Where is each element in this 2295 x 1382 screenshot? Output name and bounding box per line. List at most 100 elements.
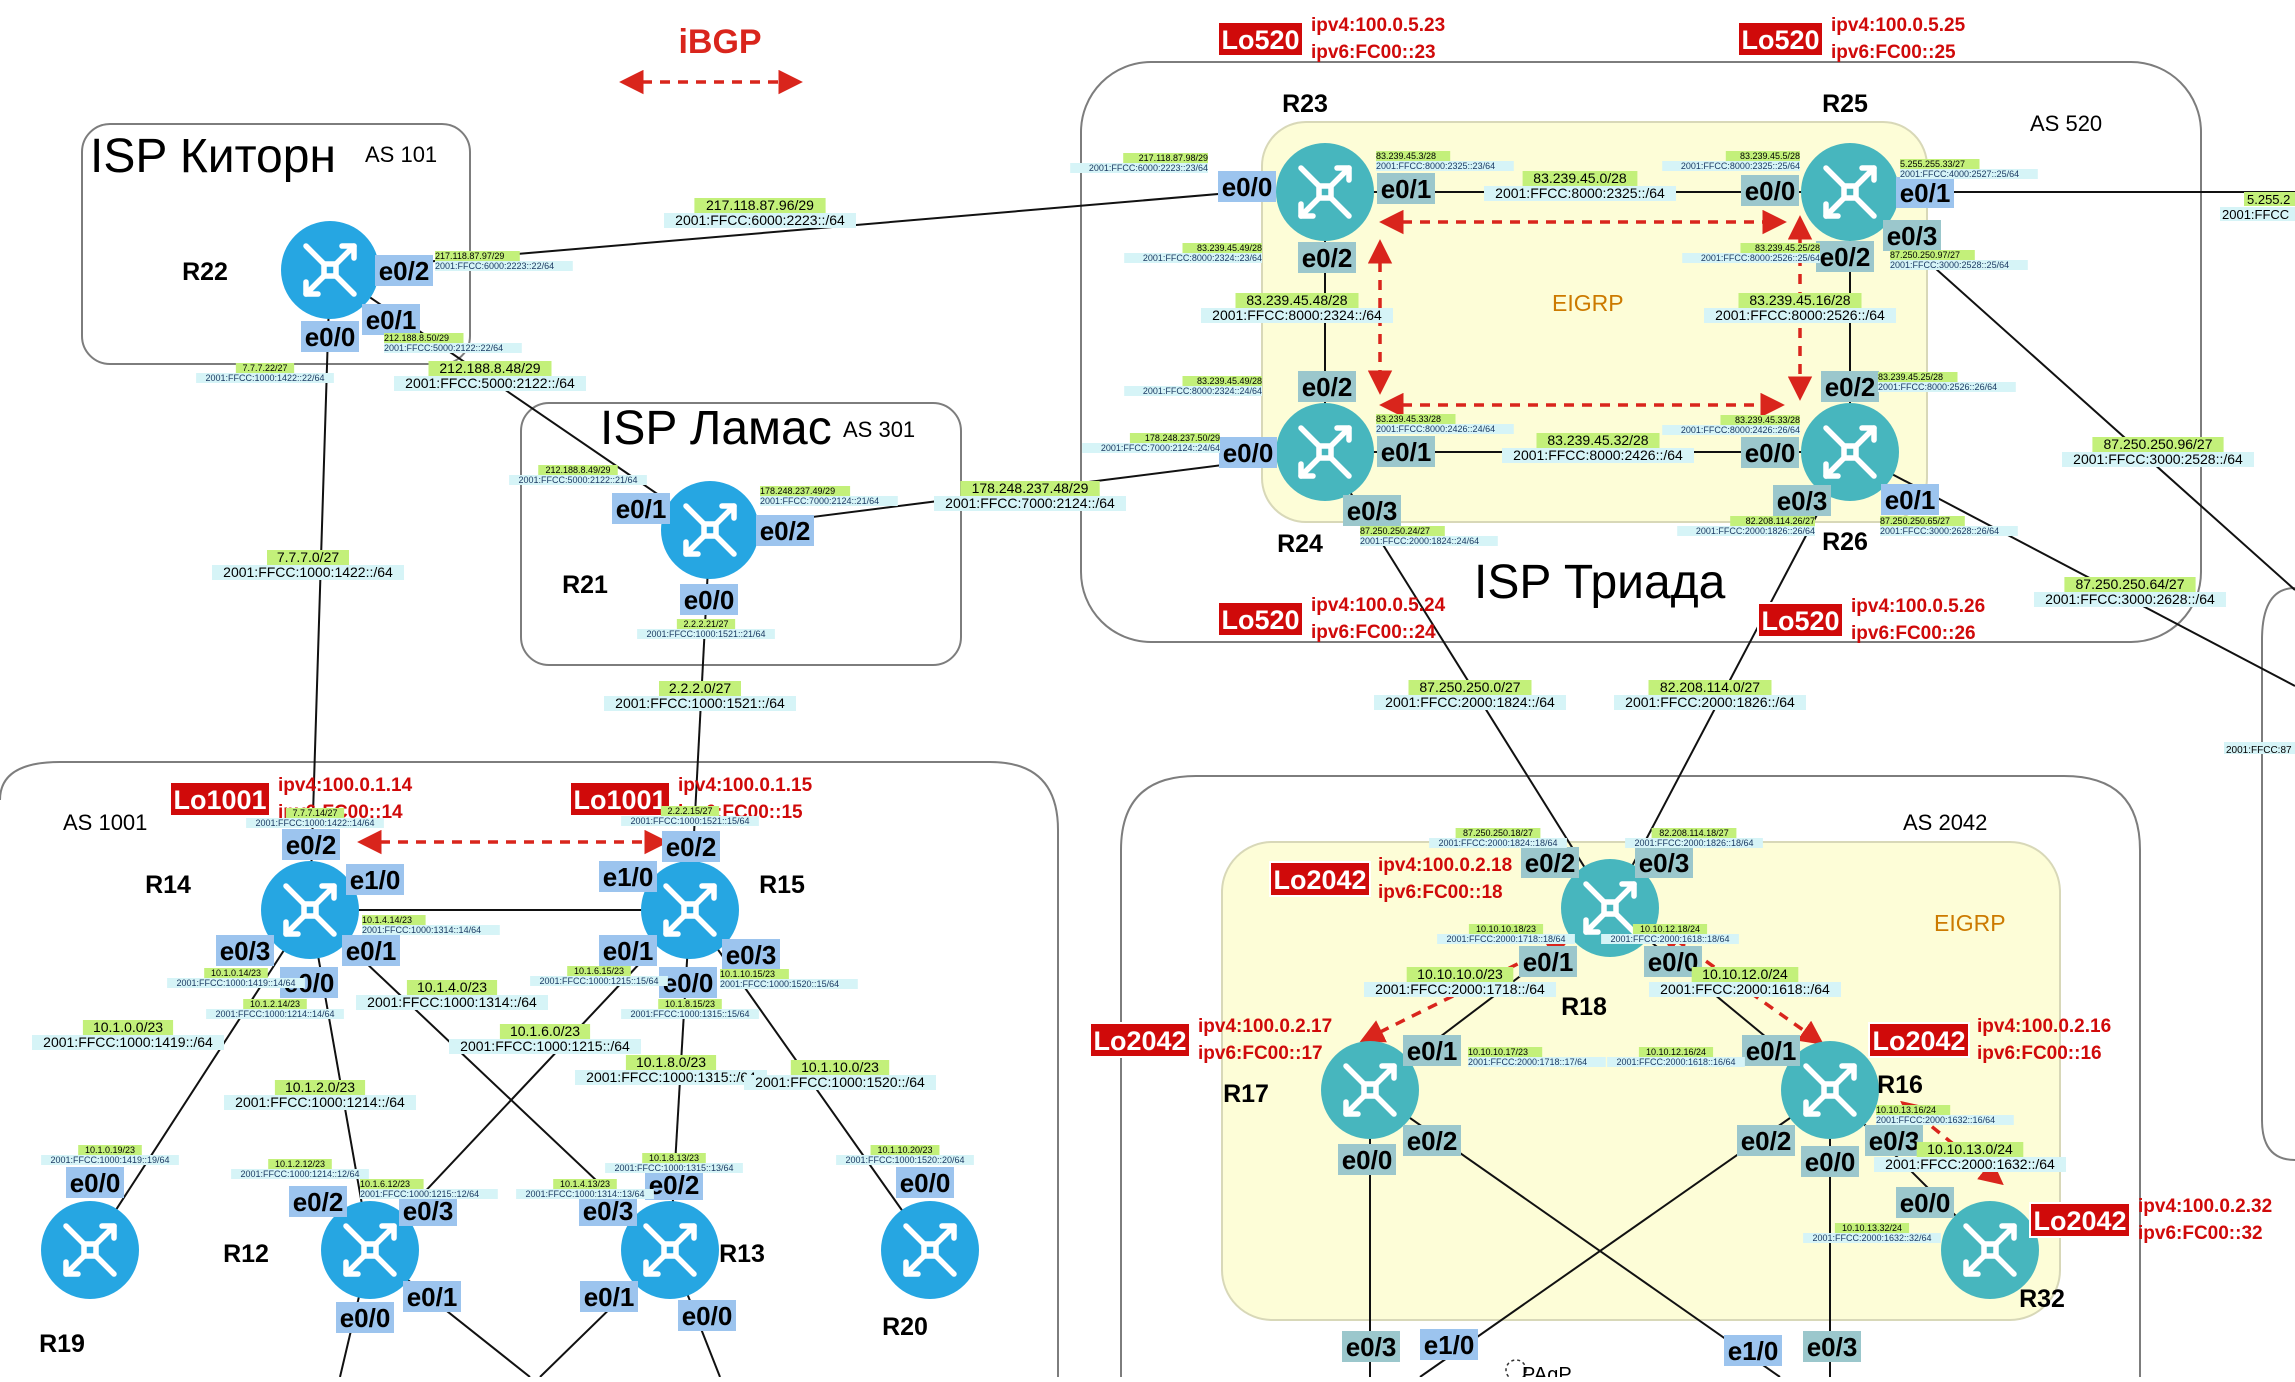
iface-r26-e01[interactable]: e0/1 (1881, 484, 1939, 515)
iface-addr-v4: 7.7.7.14/27 (292, 808, 337, 818)
iface-r25-e00[interactable]: e0/0 (1741, 175, 1799, 206)
loopback-name: Lo1001 (173, 785, 266, 815)
iface-r14-e01[interactable]: e0/1 (342, 935, 400, 966)
iface-r24-e02[interactable]: e0/2 (1298, 371, 1356, 402)
iface-r12-e02[interactable]: e0/2 (289, 1186, 347, 1217)
router-r24[interactable]: R24 (1276, 403, 1374, 558)
link-subnet-v4: 87.250.250.0/27 (1419, 679, 1520, 695)
router-r16[interactable]: R16 (1781, 1041, 1923, 1139)
iface-r17-e01[interactable]: e0/1 (1403, 1035, 1461, 1066)
iface-r22-e02[interactable]: e0/2 (375, 255, 433, 286)
iface-r18-e01[interactable]: e0/1 (1519, 946, 1577, 977)
iface-label: e0/0 (1222, 172, 1273, 202)
link-subnet-v6: 2001:FFCC:1000:1314::/64 (367, 994, 537, 1010)
iface-r16-e01[interactable]: e0/1 (1742, 1035, 1800, 1066)
iface-r15-e03[interactable]: e0/3 (722, 939, 780, 970)
router-r19[interactable]: R19 (39, 1201, 139, 1358)
iface-r21-e02[interactable]: e0/2 (756, 515, 814, 546)
loopback-ipv4: ipv4:100.0.2.17 (1198, 1016, 1332, 1037)
iface-r24-e03[interactable]: e0/3 (1343, 495, 1401, 526)
link-subnet-v6: 2001:FFCC:8000:2426::/64 (1513, 447, 1683, 463)
router-r22[interactable]: R22 (182, 221, 379, 319)
iface-label: e0/0 (1745, 438, 1796, 468)
iface-r24-e01[interactable]: e0/1 (1377, 436, 1435, 467)
iface-r14-e02[interactable]: e0/2 (282, 829, 340, 860)
iface-r19-e00[interactable]: e0/0 (66, 1167, 124, 1198)
iface-addr-v6: 2001:FFCC:2000:1632::32/64 (1812, 1233, 1931, 1243)
iface-r26-e02[interactable]: e0/2 (1821, 371, 1879, 402)
iface-r14-e03[interactable]: e0/3 (216, 935, 274, 966)
iface-r12-e03[interactable]: e0/3 (399, 1195, 457, 1226)
iface-r25-e02[interactable]: e0/2 (1816, 241, 1874, 272)
iface-r13-e00[interactable]: e0/0 (678, 1300, 736, 1331)
router-r14[interactable]: R14 (145, 861, 359, 959)
iface-label: e0/2 (1820, 242, 1871, 272)
iface-addr-v6: 2001:FFCC:8000:2426::24/64 (1376, 424, 1495, 434)
iface-r12-e01[interactable]: e0/1 (403, 1281, 461, 1312)
iface-r24-e00[interactable]: e0/0 (1219, 437, 1277, 468)
iface-addr-r26-e00: 83.239.45.33/282001:FFCC:8000:2426::26/6… (1662, 415, 1800, 435)
iface-r26-e00[interactable]: e0/0 (1741, 437, 1799, 468)
iface-addr-r23-e00: 217.118.87.98/292001:FFCC:6000:2223::23/… (1070, 153, 1208, 173)
router-r21[interactable]: R21 (562, 481, 759, 599)
iface-r16-e02[interactable]: e0/2 (1737, 1125, 1795, 1156)
iface-r22-e01[interactable]: e0/1 (362, 304, 420, 335)
iface-r13-e03[interactable]: e0/3 (579, 1195, 637, 1226)
iface-r15-e00[interactable]: e0/0 (659, 967, 717, 998)
iface-addr-v4: 83.239.45.25/28 (1878, 372, 1943, 382)
router-r23[interactable]: R23 (1276, 90, 1374, 241)
iface-r26-e03[interactable]: e0/3 (1773, 485, 1831, 516)
iface-b2-e10[interactable]: e1/0 (1724, 1335, 1782, 1366)
iface-r13-e01[interactable]: e0/1 (580, 1281, 638, 1312)
router-r26[interactable]: R26 (1801, 403, 1899, 556)
router-r12[interactable]: R12 (223, 1201, 419, 1299)
iface-r18-e03[interactable]: e0/3 (1635, 847, 1693, 878)
router-arrows-icon (343, 1223, 397, 1277)
iface-b1-e10[interactable]: e1/0 (1420, 1329, 1478, 1360)
iface-r32-e00[interactable]: e0/0 (1896, 1187, 1954, 1218)
router-r17[interactable]: R17 (1223, 1041, 1419, 1139)
iface-r23-e00[interactable]: e0/0 (1218, 171, 1276, 202)
iface-addr-v4: 87.250.250.24/27 (1360, 526, 1430, 536)
iface-r25-e03[interactable]: e0/3 (1883, 220, 1941, 251)
iface-r14-e10[interactable]: e1/0 (346, 864, 404, 895)
router-r32[interactable]: R32 (1941, 1201, 2065, 1313)
iface-label: e0/3 (1777, 486, 1828, 516)
iface-r23-e01[interactable]: e0/1 (1377, 173, 1435, 204)
iface-r13-e02[interactable]: e0/2 (645, 1169, 703, 1200)
router-r20[interactable]: R20 (881, 1201, 979, 1341)
iface-addr-v4: 10.1.8.15/23 (665, 999, 715, 1009)
iface-b1-e03[interactable]: e0/3 (1342, 1331, 1400, 1362)
iface-r16-e03[interactable]: e0/3 (1865, 1125, 1923, 1156)
link-subnet-v4: 10.1.0.0/23 (93, 1019, 163, 1035)
router-r15[interactable]: R15 (641, 861, 805, 959)
loopback-ipv4: ipv4:100.0.2.16 (1977, 1016, 2111, 1037)
iface-r20-e00[interactable]: e0/0 (896, 1167, 954, 1198)
router-r25[interactable]: R25 (1801, 90, 1899, 241)
iface-r15-e01[interactable]: e0/1 (599, 935, 657, 966)
iface-r17-e00[interactable]: e0/0 (1338, 1144, 1396, 1175)
iface-addr-v4: 10.1.6.12/23 (360, 1179, 410, 1189)
iface-r17-e02[interactable]: e0/2 (1403, 1125, 1461, 1156)
iface-r18-e02[interactable]: e0/2 (1521, 847, 1579, 878)
iface-r16-e00[interactable]: e0/0 (1801, 1146, 1859, 1177)
link-subnet-v4: 10.1.6.0/23 (510, 1023, 580, 1039)
iface-addr-r26-e03: 82.208.114.26/272001:FFCC:2000:1826::26/… (1677, 516, 1815, 536)
iface-r21-e00[interactable]: e0/0 (680, 584, 738, 615)
iface-r21-e01[interactable]: e0/1 (612, 493, 670, 524)
iface-addr-v4: 87.250.250.18/27 (1463, 828, 1533, 838)
iface-r25-e01[interactable]: e0/1 (1896, 177, 1954, 208)
iface-r23-e02[interactable]: e0/2 (1298, 242, 1356, 273)
router-label: R20 (882, 1313, 928, 1341)
iface-r12-e00[interactable]: e0/0 (336, 1302, 394, 1333)
iface-b2-e03[interactable]: e0/3 (1803, 1331, 1861, 1362)
iface-r22-e00[interactable]: e0/0 (301, 321, 359, 352)
iface-r15-e10[interactable]: e1/0 (599, 861, 657, 892)
iface-label: e0/3 (1639, 848, 1690, 878)
link-subnet-v6: 2001:FFCC:5000:2122::/64 (405, 375, 575, 391)
link-subnet-v4: 83.239.45.32/28 (1547, 432, 1648, 448)
router-r13[interactable]: R13 (621, 1201, 765, 1299)
iface-r15-e02[interactable]: e0/2 (662, 831, 720, 862)
